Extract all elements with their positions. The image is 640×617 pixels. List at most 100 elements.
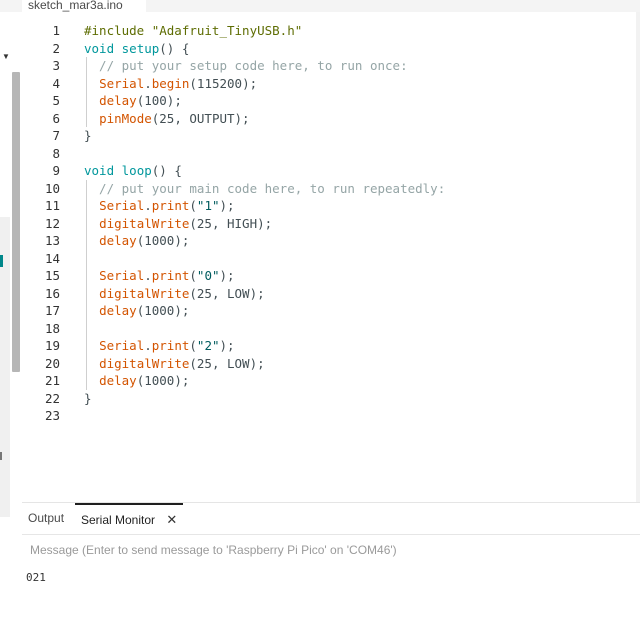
code-line[interactable]: 2 void setup() { <box>22 40 640 58</box>
line-number: 21 <box>44 373 60 388</box>
line-number: 2 <box>52 40 60 56</box>
code-line[interactable]: 5 delay(100); <box>22 92 640 110</box>
sidebar-active-indicator <box>0 255 3 267</box>
code-token: delay <box>99 303 137 318</box>
code-editor[interactable]: 1 #include "Adafruit_TinyUSB.h" 2 void setu… <box>22 12 640 502</box>
indent-guide <box>86 57 87 127</box>
code-line[interactable]: 20 digitalWrite(25, LOW); <box>22 355 640 373</box>
code-line[interactable]: 6 pinMode(25, OUTPUT); <box>22 110 640 128</box>
line-number: 6 <box>52 110 60 126</box>
top-strip <box>0 0 640 12</box>
line-number: 11 <box>44 198 60 213</box>
code-token: print <box>151 338 190 353</box>
line-number: 3 <box>52 58 60 73</box>
line-number: 1 <box>52 23 60 38</box>
editor-scrollbar-track[interactable] <box>636 12 640 502</box>
line-number: 14 <box>44 250 60 266</box>
indent-guide <box>86 179 87 390</box>
line-number: 5 <box>52 93 60 108</box>
code-line[interactable]: 22} <box>22 390 640 408</box>
code-token: pinMode <box>99 110 152 126</box>
left-sidebar: ▼ <box>0 12 23 616</box>
tab-serial-monitor-label: Serial Monitor <box>81 513 156 527</box>
code-text: void setup() { <box>84 40 189 58</box>
code-token: ( <box>189 338 197 353</box>
code-token: (25, LOW); <box>189 355 265 371</box>
code-line[interactable]: 19 Serial.print("2"); <box>22 337 640 355</box>
line-number: 4 <box>52 75 60 91</box>
code-token: print <box>151 268 190 283</box>
code-line[interactable]: 21 delay(1000); <box>22 372 640 390</box>
tab-serial-monitor[interactable]: Serial Monitor ✕ <box>75 503 184 535</box>
code-line[interactable]: 4 Serial.begin(115200); <box>22 75 640 93</box>
code-line[interactable]: 15 Serial.print("0"); <box>22 267 640 285</box>
sidebar-shade <box>0 217 10 517</box>
code-token: Serial <box>99 198 145 213</box>
code-text: delay(1000); <box>84 232 189 250</box>
code-token: ( <box>189 198 197 213</box>
line-number: 17 <box>44 303 60 318</box>
code-token: // put your main code here, to run repea… <box>84 180 446 196</box>
code-token: () { <box>151 163 182 178</box>
code-line[interactable]: 11 Serial.print("1"); <box>22 197 640 215</box>
file-tab-label: sketch_mar3a.ino <box>28 0 123 12</box>
code-token: Serial <box>99 338 145 353</box>
line-number: 22 <box>44 390 60 406</box>
line-number: 8 <box>52 145 60 161</box>
code-line[interactable]: 7} <box>22 127 640 145</box>
code-token: digitalWrite <box>99 215 190 231</box>
line-number: 15 <box>44 268 60 283</box>
code-token: (25, LOW); <box>189 285 265 301</box>
code-line[interactable]: 3 // put your setup code here, to run on… <box>22 57 640 75</box>
code-line[interactable]: 16 digitalWrite(25, LOW); <box>22 285 640 303</box>
code-text: digitalWrite(25, LOW); <box>84 285 265 303</box>
code-text: delay(1000); <box>84 302 189 320</box>
tab-divider <box>22 534 640 535</box>
line-number: 23 <box>44 408 60 423</box>
chevron-down-icon[interactable]: ▼ <box>2 52 10 61</box>
sidebar-marker <box>0 452 2 460</box>
line-number: 19 <box>44 338 60 353</box>
code-token: (115200); <box>189 75 258 91</box>
code-text: digitalWrite(25, HIGH); <box>84 215 272 233</box>
code-token <box>114 163 122 178</box>
line-number: 7 <box>52 128 60 143</box>
code-line[interactable]: 18 <box>22 320 640 338</box>
code-token: // put your setup code here, to run once… <box>84 58 408 73</box>
code-line[interactable]: 14 <box>22 250 640 268</box>
code-token: ( <box>189 268 197 283</box>
code-line[interactable]: 10 // put your main code here, to run re… <box>22 180 640 198</box>
line-number: 16 <box>44 285 60 301</box>
code-text: delay(100); <box>84 92 182 110</box>
line-number: 13 <box>44 233 60 248</box>
code-token: . <box>144 198 152 213</box>
code-line[interactable]: 13 delay(1000); <box>22 232 640 250</box>
code-line[interactable]: 1 #include "Adafruit_TinyUSB.h" <box>22 22 640 40</box>
code-token: "1" <box>196 198 220 213</box>
code-text: #include "Adafruit_TinyUSB.h" <box>84 22 302 40</box>
bottom-panel: Output Serial Monitor ✕ 021 <box>22 502 640 617</box>
tab-output[interactable]: Output <box>22 503 70 533</box>
code-token: delay <box>99 93 137 108</box>
code-line[interactable]: 23 <box>22 407 640 425</box>
code-token: delay <box>99 373 137 388</box>
code-token: (25, OUTPUT); <box>151 110 250 126</box>
code-text: } <box>84 390 92 408</box>
code-token: digitalWrite <box>99 355 190 371</box>
code-text: delay(1000); <box>84 372 189 390</box>
code-token: (1000); <box>136 303 190 318</box>
code-text: digitalWrite(25, LOW); <box>84 355 265 373</box>
close-icon[interactable]: ✕ <box>166 512 178 527</box>
code-token: ); <box>219 268 235 283</box>
serial-message-input[interactable] <box>22 536 640 564</box>
code-token: Serial <box>99 268 145 283</box>
code-token <box>114 41 122 56</box>
code-line[interactable]: 17 delay(1000); <box>22 302 640 320</box>
code-line[interactable]: 8 <box>22 145 640 163</box>
code-token: void <box>84 40 115 56</box>
code-token: (100); <box>136 93 182 108</box>
code-line[interactable]: 12 digitalWrite(25, HIGH); <box>22 215 640 233</box>
line-number: 9 <box>52 163 60 178</box>
sidebar-scrollbar[interactable] <box>12 72 20 372</box>
